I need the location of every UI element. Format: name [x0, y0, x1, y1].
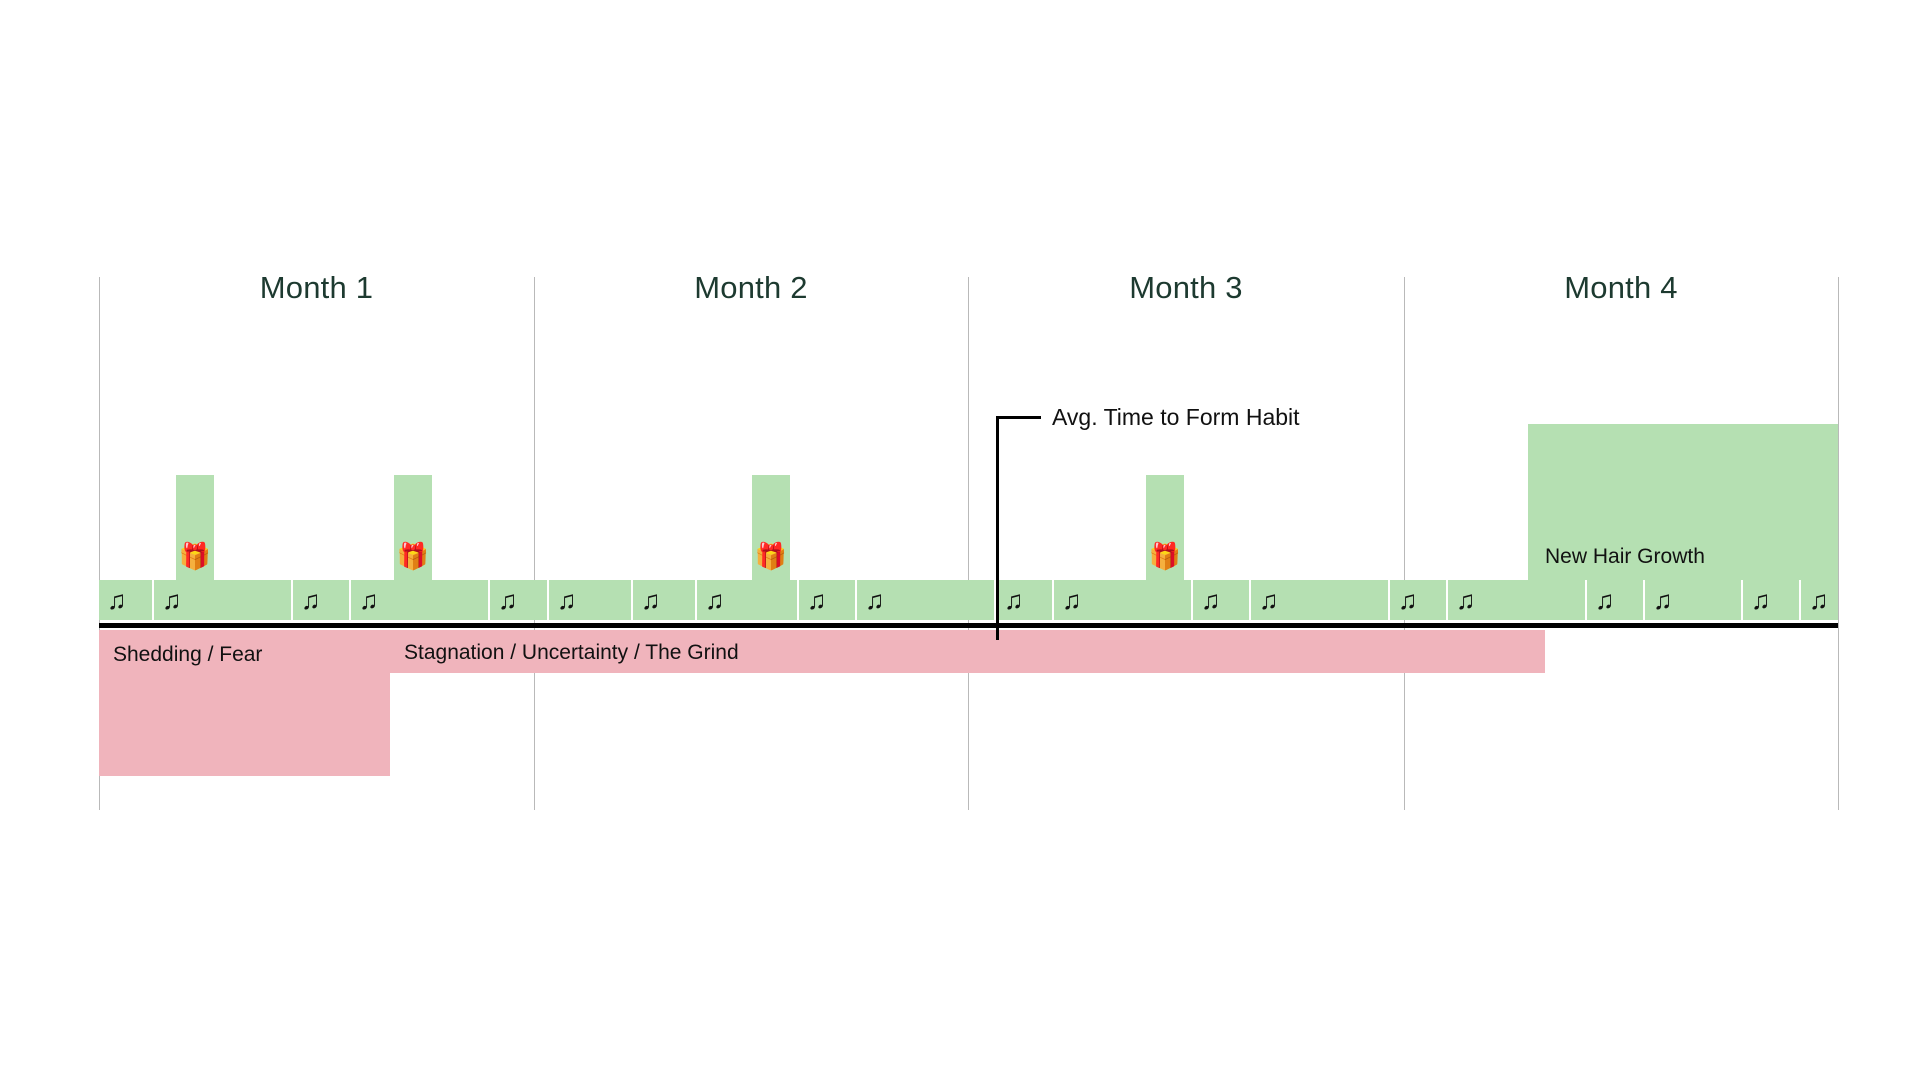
- music-note-icon: ♫: [705, 585, 725, 615]
- month-header-2: Month 2: [694, 270, 808, 305]
- music-cell: ♫: [697, 580, 797, 620]
- music-cell: ♫: [1251, 580, 1388, 620]
- music-cell: ♫: [799, 580, 855, 620]
- habit-annotation-line: [996, 416, 999, 640]
- timeline-baseline: [99, 623, 1838, 628]
- music-cell: ♫: [154, 580, 291, 620]
- reward-bar: [176, 475, 214, 580]
- music-cell: ♫: [1645, 580, 1741, 620]
- reward-bar: [1146, 475, 1184, 580]
- reward-bar: [752, 475, 790, 580]
- gridline-month-1: [534, 277, 535, 810]
- month-header-4: Month 4: [1564, 270, 1678, 305]
- gift-icon: 🎁: [1148, 541, 1182, 571]
- music-note-icon: ♫: [301, 585, 321, 615]
- music-note-icon: ♫: [162, 585, 182, 615]
- month-header-1: Month 1: [259, 270, 374, 305]
- music-cell: ♫: [1390, 580, 1446, 620]
- stagnation-label: Stagnation / Uncertainty / The Grind: [404, 641, 739, 664]
- music-cell: ♫: [996, 580, 1052, 620]
- music-cell: ♫: [490, 580, 547, 620]
- month-header-3: Month 3: [1129, 270, 1243, 305]
- music-note-icon: ♫: [1259, 585, 1279, 615]
- gridline-month-0: [99, 277, 100, 810]
- music-cell: ♫: [633, 580, 695, 620]
- music-cell: ♫: [99, 580, 152, 620]
- music-cell: ♫: [549, 580, 631, 620]
- gift-icon: 🎁: [396, 541, 430, 571]
- music-note-icon: ♫: [1456, 585, 1476, 615]
- music-note-icon: ♫: [1751, 585, 1771, 615]
- stagnation-bar: [389, 630, 1545, 673]
- music-cell: ♫: [1587, 580, 1643, 620]
- music-note-icon: ♫: [1201, 585, 1221, 615]
- gridline-month-4: [1838, 277, 1839, 810]
- music-note-icon: ♫: [1809, 585, 1829, 615]
- routine-music-strip: ♫ ♫ ♫ ♫ ♫ ♫ ♫ ♫ ♫ ♫ ♫ ♫ ♫ ♫ ♫ ♫ ♫ ♫ ♫ ♫: [99, 580, 1838, 620]
- gift-icon: 🎁: [178, 541, 212, 571]
- music-note-icon: ♫: [1398, 585, 1418, 615]
- music-cell: ♫: [1743, 580, 1799, 620]
- gridline-month-2: [968, 277, 969, 810]
- music-cell: ♫: [1054, 580, 1191, 620]
- habit-annotation-label: Avg. Time to Form Habit: [1052, 404, 1300, 430]
- music-cell: ♫: [1801, 580, 1838, 620]
- music-cell: ♫: [857, 580, 994, 620]
- music-note-icon: ♫: [498, 585, 518, 615]
- music-note-icon: ♫: [865, 585, 885, 615]
- music-note-icon: ♫: [641, 585, 661, 615]
- shedding-fear-label: Shedding / Fear: [113, 643, 263, 666]
- music-note-icon: ♫: [557, 585, 577, 615]
- music-note-icon: ♫: [1004, 585, 1024, 615]
- music-cell: ♫: [1193, 580, 1249, 620]
- gridline-month-3: [1404, 277, 1405, 810]
- new-hair-growth-label: New Hair Growth: [1545, 545, 1705, 568]
- music-note-icon: ♫: [1062, 585, 1082, 615]
- music-cell: ♫: [351, 580, 488, 620]
- shedding-fear-bar: [99, 630, 390, 776]
- music-note-icon: ♫: [359, 585, 379, 615]
- music-cell: ♫: [293, 580, 349, 620]
- music-note-icon: ♫: [1595, 585, 1615, 615]
- music-note-icon: ♫: [1653, 585, 1673, 615]
- new-hair-growth-block: [1528, 424, 1838, 580]
- gift-icon: 🎁: [754, 541, 788, 571]
- habit-annotation-tick: [996, 416, 1041, 419]
- music-note-icon: ♫: [107, 585, 127, 615]
- music-cell: ♫: [1448, 580, 1585, 620]
- reward-bar: [394, 475, 432, 580]
- music-note-icon: ♫: [807, 585, 827, 615]
